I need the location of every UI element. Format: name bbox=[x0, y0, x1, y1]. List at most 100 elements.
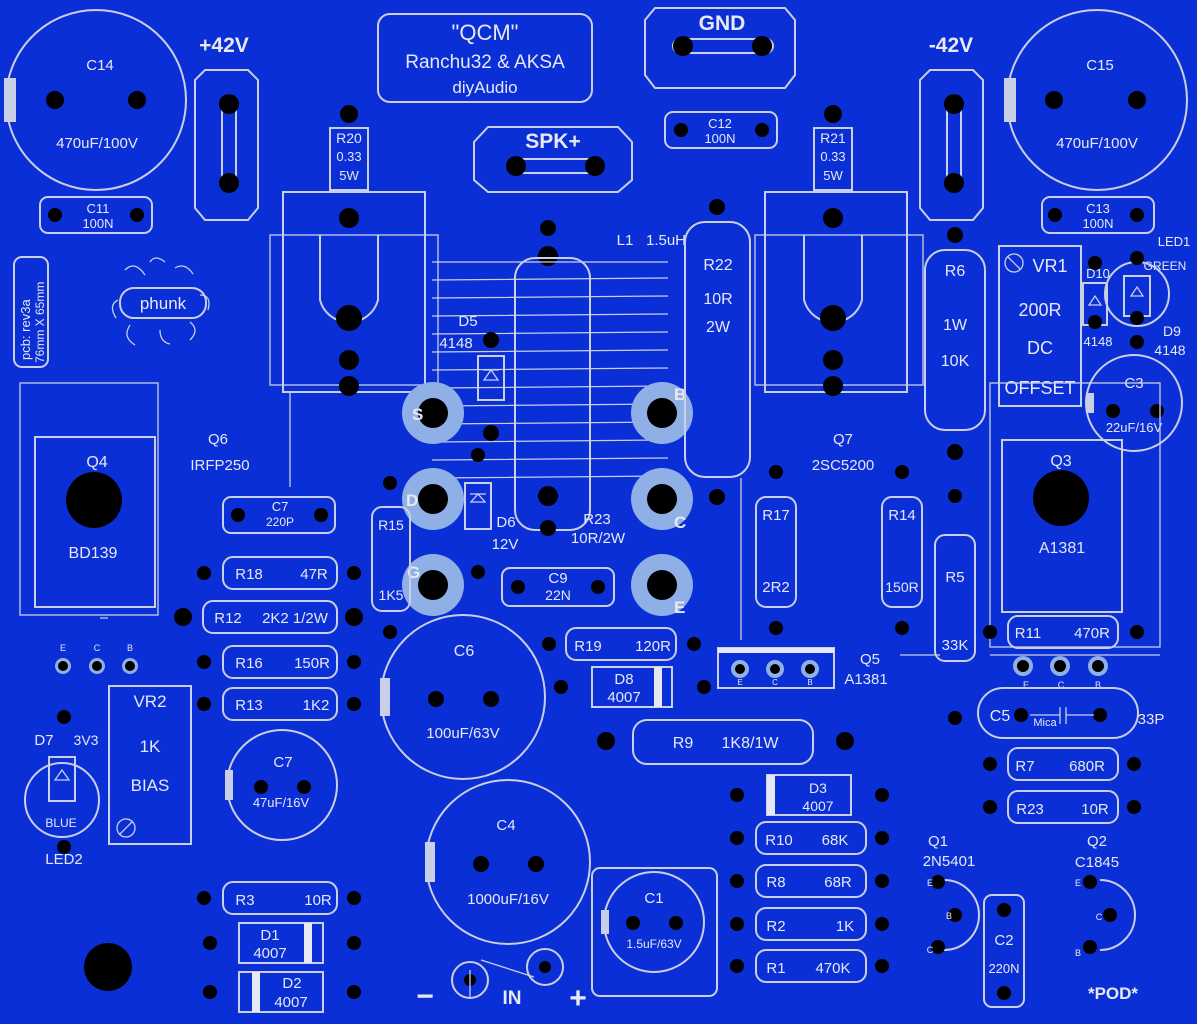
svg-text:VR1: VR1 bbox=[1032, 256, 1067, 276]
svg-text:Q1: Q1 bbox=[928, 833, 948, 850]
svg-text:−: − bbox=[416, 980, 434, 1013]
svg-text:E: E bbox=[674, 598, 685, 617]
resistor-R7: R7 680R bbox=[983, 747, 1141, 781]
svg-text:C13: C13 bbox=[1086, 201, 1110, 216]
svg-text:C4: C4 bbox=[496, 817, 515, 834]
svg-text:R11: R11 bbox=[1015, 625, 1041, 642]
svg-text:IN: IN bbox=[503, 988, 522, 1009]
svg-text:470uF/100V: 470uF/100V bbox=[1056, 135, 1138, 152]
transistor-Q1: Q1 2N5401 E B C bbox=[923, 833, 980, 955]
svg-text:B: B bbox=[807, 678, 812, 687]
svg-text:100N: 100N bbox=[1082, 216, 1113, 231]
svg-text:1K2: 1K2 bbox=[303, 697, 330, 714]
zener-D7: D7 3V3 BLUE LED2 bbox=[24, 710, 100, 868]
cap-C9: C9 22N bbox=[501, 567, 615, 607]
svg-text:"QCM": "QCM" bbox=[452, 20, 519, 45]
svg-text:L1: L1 bbox=[617, 232, 634, 249]
resistor-R17: R17 2R2 bbox=[755, 465, 797, 635]
title-block: "QCM" Ranchu32 & AKSA diyAudio bbox=[377, 13, 593, 103]
svg-text:4007: 4007 bbox=[607, 689, 640, 706]
svg-text:Mica: Mica bbox=[1033, 717, 1057, 729]
resistor-R22: R22 10R 2W bbox=[684, 199, 751, 505]
pad-E: E bbox=[631, 554, 693, 617]
led-LED1: LED1 GREEN bbox=[1104, 234, 1190, 327]
svg-text:1.5uH: 1.5uH bbox=[646, 232, 686, 249]
svg-text:10R: 10R bbox=[1081, 801, 1109, 818]
resistor-R23-2W: R23 10R/2W bbox=[571, 511, 626, 547]
svg-text:C7: C7 bbox=[273, 754, 292, 771]
resistor-R12: R12 2K2 1/2W bbox=[174, 600, 363, 634]
svg-text:12V: 12V bbox=[492, 536, 519, 553]
svg-text:68K: 68K bbox=[822, 832, 849, 849]
resistor-R16: R16 150R bbox=[197, 645, 361, 679]
svg-text:2R2: 2R2 bbox=[762, 579, 790, 596]
svg-text:C: C bbox=[772, 678, 778, 687]
svg-text:R8: R8 bbox=[766, 874, 785, 891]
svg-text:C1845: C1845 bbox=[1075, 854, 1119, 871]
svg-text:22uF/16V: 22uF/16V bbox=[1106, 420, 1163, 435]
svg-text:33K: 33K bbox=[942, 637, 969, 654]
svg-text:R20: R20 bbox=[336, 130, 362, 146]
resistor-R5: R5 33K bbox=[934, 489, 976, 725]
svg-text:C: C bbox=[1058, 680, 1065, 690]
svg-text:LED2: LED2 bbox=[45, 851, 83, 868]
svg-text:10K: 10K bbox=[941, 353, 970, 370]
svg-text:D6: D6 bbox=[496, 514, 515, 531]
diode-D6: D6 12V bbox=[464, 448, 519, 579]
svg-text:C6: C6 bbox=[454, 643, 475, 660]
svg-text:D5: D5 bbox=[458, 313, 477, 330]
svg-text:BD139: BD139 bbox=[69, 545, 118, 562]
svg-text:1K5: 1K5 bbox=[379, 587, 404, 603]
svg-text:100N: 100N bbox=[704, 131, 735, 146]
pad-D: D bbox=[402, 468, 464, 530]
cap-C7-47uF: C7 47uF/16V bbox=[225, 729, 338, 841]
svg-text:C1: C1 bbox=[644, 890, 663, 907]
svg-text:4007: 4007 bbox=[274, 994, 307, 1011]
transistor-Q7-outline: Q7 2SC5200 bbox=[754, 191, 924, 474]
svg-text:4148: 4148 bbox=[1084, 334, 1113, 349]
svg-text:IRFP250: IRFP250 bbox=[190, 457, 249, 474]
svg-text:R18: R18 bbox=[235, 566, 263, 583]
svg-text:C7: C7 bbox=[272, 499, 289, 514]
resistor-R23-10R: R23 10R bbox=[983, 790, 1141, 824]
svg-text:B: B bbox=[127, 643, 133, 653]
svg-text:R21: R21 bbox=[820, 130, 846, 146]
svg-text:76mm X 65mm: 76mm X 65mm bbox=[33, 282, 47, 363]
svg-text:150R: 150R bbox=[294, 655, 330, 672]
svg-text:D3: D3 bbox=[809, 780, 827, 796]
svg-text:R17: R17 bbox=[762, 507, 790, 524]
svg-text:10R: 10R bbox=[703, 291, 732, 308]
svg-text:0.33: 0.33 bbox=[820, 149, 845, 164]
resistor-R10: R10 68K bbox=[730, 821, 889, 855]
svg-text:R16: R16 bbox=[235, 655, 263, 672]
svg-text:D10: D10 bbox=[1086, 266, 1110, 281]
svg-text:R5: R5 bbox=[945, 569, 964, 586]
svg-text:R19: R19 bbox=[574, 638, 602, 655]
cap-C12: C12 100N bbox=[664, 111, 778, 149]
svg-text:+: + bbox=[569, 982, 587, 1015]
svg-text:R12: R12 bbox=[214, 610, 242, 627]
svg-text:D7: D7 bbox=[34, 732, 53, 749]
svg-text:E: E bbox=[1075, 878, 1081, 888]
phunk-logo: phunk bbox=[111, 257, 210, 346]
svg-text:1K8/1W: 1K8/1W bbox=[722, 735, 780, 752]
pad-S: S bbox=[402, 382, 464, 444]
resistor-R9: R9 1K8/1W bbox=[597, 719, 854, 765]
svg-text:D1: D1 bbox=[260, 927, 279, 944]
diode-D9: D9 4148 bbox=[1130, 323, 1186, 358]
svg-text:10R/2W: 10R/2W bbox=[571, 530, 626, 547]
diode-D3: D3 4007 bbox=[730, 774, 889, 816]
svg-text:C11: C11 bbox=[87, 201, 110, 216]
cap-C1: C1 1.5uF/63V bbox=[591, 867, 718, 997]
resistor-R18: R18 47R bbox=[197, 556, 361, 590]
svg-text:Q3: Q3 bbox=[1050, 453, 1071, 470]
resistor-R2: R2 1K bbox=[730, 907, 889, 941]
diode-D8: D8 4007 bbox=[554, 666, 711, 708]
terminal-gnd: GND bbox=[644, 7, 796, 89]
svg-text:4148: 4148 bbox=[439, 335, 472, 352]
svg-text:R1: R1 bbox=[766, 960, 785, 977]
svg-text:BIAS: BIAS bbox=[131, 776, 170, 795]
svg-text:1000uF/16V: 1000uF/16V bbox=[467, 891, 549, 908]
cap-C4: C4 1000uF/16V bbox=[425, 779, 591, 945]
svg-text:4007: 4007 bbox=[802, 798, 833, 814]
